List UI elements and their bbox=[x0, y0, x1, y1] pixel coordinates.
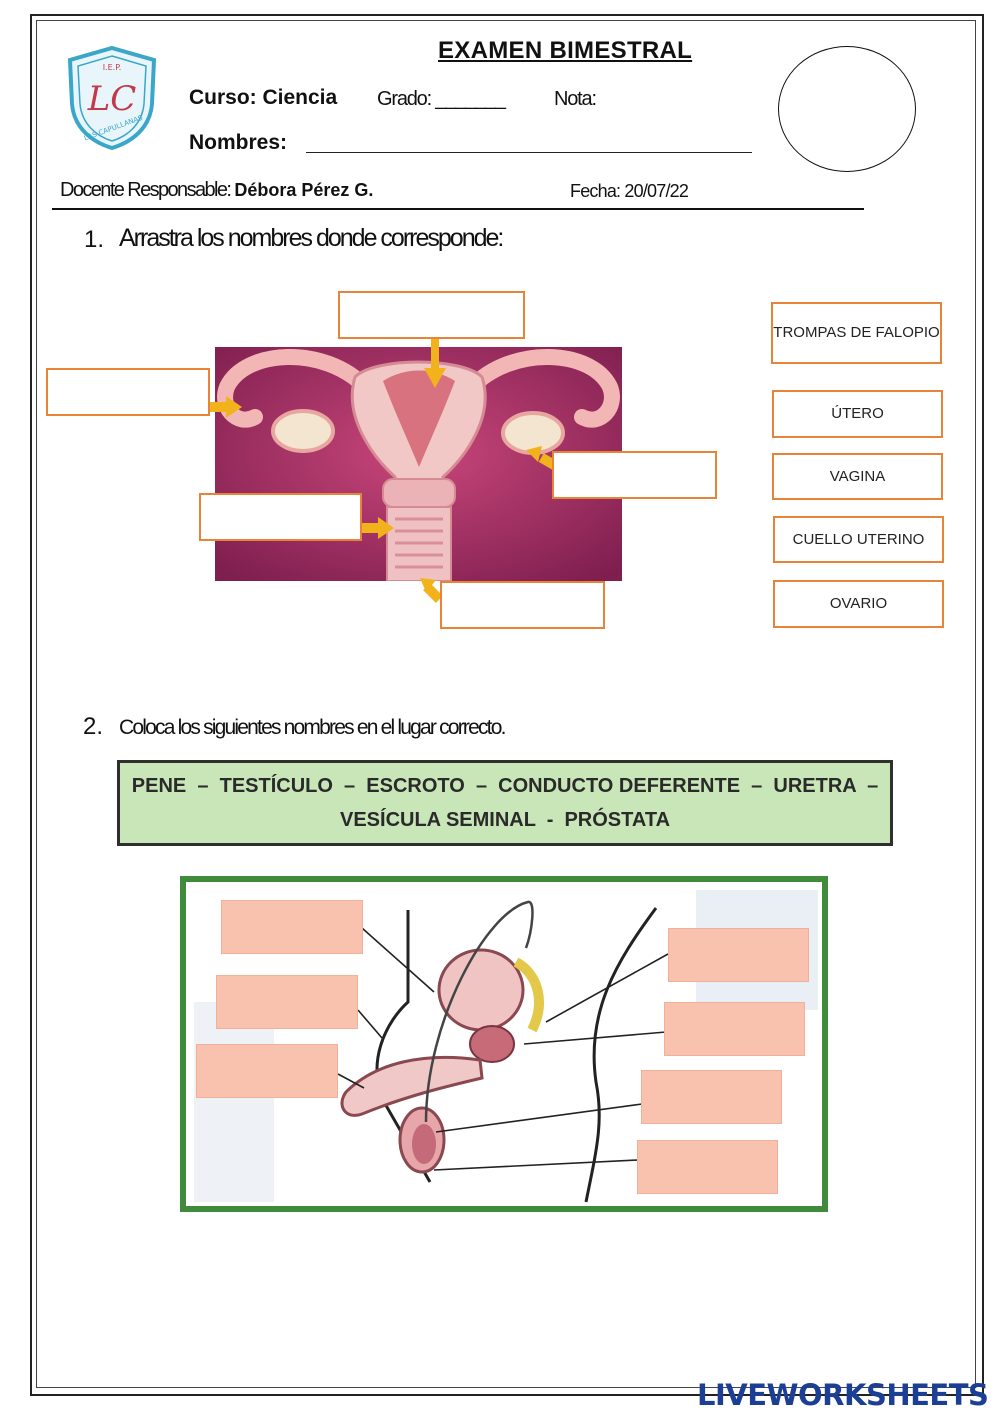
score-circle bbox=[778, 46, 916, 172]
names-blank-line bbox=[306, 152, 752, 153]
exam-date: Fecha: 20/07/22 bbox=[570, 181, 689, 201]
exam-title: EXAMEN BIMESTRAL bbox=[438, 37, 693, 64]
drop-target-cervix-left[interactable] bbox=[199, 493, 362, 541]
teacher-name: Débora Pérez G. bbox=[234, 180, 374, 200]
page-border-outer bbox=[30, 14, 984, 1396]
word-card-cervix[interactable]: CUELLO UTERINO bbox=[773, 516, 944, 563]
word-bank-line-2: VESÍCULA SEMINAL - PRÓSTATA bbox=[340, 809, 671, 831]
question-2-number: 2. bbox=[83, 713, 104, 740]
logo-monogram: LC bbox=[87, 79, 137, 119]
pointer-arrows bbox=[210, 338, 560, 603]
score-label: Nota: bbox=[554, 88, 597, 110]
word-card-fallopian-tubes[interactable]: TROMPAS DE FALOPIO bbox=[771, 302, 942, 364]
answer-box-right-3[interactable] bbox=[641, 1070, 782, 1124]
drop-target-fallopian-left[interactable] bbox=[46, 368, 210, 416]
answer-box-left-1[interactable] bbox=[221, 900, 363, 954]
drop-target-vagina-bottom[interactable] bbox=[440, 581, 605, 629]
question-1-number: 1. bbox=[84, 226, 105, 253]
question-1-text: Arrastra los nombres donde corresponde: bbox=[119, 224, 504, 252]
answer-box-right-2[interactable] bbox=[664, 1002, 805, 1056]
answer-box-right-1[interactable] bbox=[668, 928, 809, 982]
question-2-text: Coloca los siguientes nombres en el luga… bbox=[119, 716, 506, 739]
word-card-ovary[interactable]: OVARIO bbox=[773, 580, 944, 628]
logo-top-text: I.E.P. bbox=[103, 63, 122, 72]
answer-box-right-4[interactable] bbox=[637, 1140, 778, 1194]
header-divider bbox=[52, 208, 864, 210]
drop-target-uterus-top[interactable] bbox=[338, 291, 525, 339]
answer-box-left-2[interactable] bbox=[216, 975, 358, 1029]
teacher-line: Docente Responsable: Débora Pérez G. bbox=[60, 179, 373, 202]
names-label: Nombres: bbox=[189, 131, 288, 154]
word-bank-line-1: PENE – TESTÍCULO – ESCROTO – CONDUCTO DE… bbox=[131, 775, 879, 797]
page-border-inner bbox=[36, 20, 976, 1388]
grade-label: Grado: _______ bbox=[377, 88, 506, 110]
teacher-label: Docente Responsable: bbox=[60, 179, 232, 201]
word-card-uterus[interactable]: ÚTERO bbox=[772, 390, 943, 438]
school-logo: I.E.P. LC LAS CAPULLANAS bbox=[64, 44, 160, 152]
answer-box-left-3[interactable] bbox=[196, 1044, 338, 1098]
word-card-vagina[interactable]: VAGINA bbox=[772, 453, 943, 500]
word-bank: PENE – TESTÍCULO – ESCROTO – CONDUCTO DE… bbox=[117, 760, 893, 846]
course-label: Curso: Ciencia bbox=[189, 86, 338, 109]
liveworksheets-watermark: LIVEWORKSHEETS bbox=[697, 1378, 989, 1412]
drop-target-ovary-right[interactable] bbox=[552, 451, 717, 499]
